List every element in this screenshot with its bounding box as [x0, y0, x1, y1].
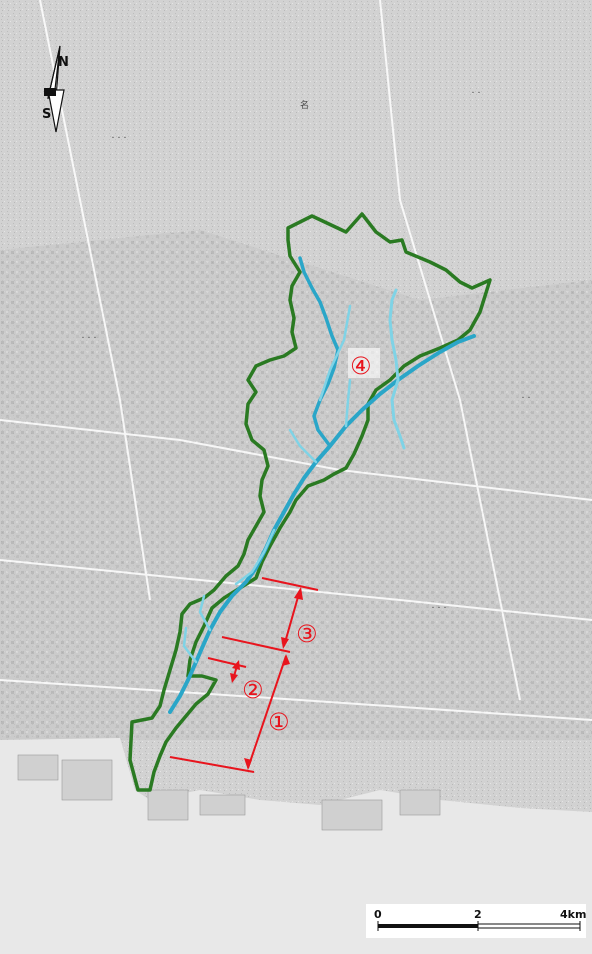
scale-tick-2: 2 — [474, 908, 482, 921]
section-1-bound-bottom — [169, 756, 255, 773]
section-2-arrowhead — [232, 660, 240, 670]
section-3-bound-top — [261, 577, 319, 591]
map-labels: 名 ・・・ ・・ ・・・ ・・ ・・・ — [80, 90, 532, 612]
sea-area — [0, 738, 592, 954]
section-1-bound-top — [221, 636, 291, 653]
svg-text:名: 名 — [300, 99, 309, 111]
svg-text:・・・: ・・・ — [430, 605, 448, 612]
section-2-arrowhead — [230, 673, 238, 683]
section-3-arrow — [283, 589, 301, 647]
river-tributary — [234, 528, 276, 586]
scale-tick-4km: 4km — [560, 908, 586, 921]
river-branch-east — [390, 378, 406, 450]
river-tributary — [344, 378, 352, 428]
river-tributary — [182, 626, 198, 664]
watershed-boundary — [128, 212, 492, 792]
section-label-1: ① — [268, 708, 290, 736]
svg-text:・・・: ・・・ — [80, 335, 98, 342]
river-tributary — [318, 304, 352, 402]
svg-text:・・・: ・・・ — [110, 135, 128, 142]
river-tributary — [288, 428, 318, 464]
section-1-arrowhead — [244, 758, 252, 770]
section-2-bound — [207, 657, 247, 668]
river-branch-northeast — [388, 288, 400, 382]
river-network — [168, 256, 476, 714]
section-label-3: ③ — [296, 620, 318, 648]
north-label: N — [58, 55, 69, 70]
north-arrow-icon: N S — [42, 45, 69, 133]
section-3-arrowhead — [281, 637, 289, 649]
river-tributary — [198, 594, 212, 632]
section-1-arrowhead — [282, 654, 290, 666]
section-1-arrow — [247, 655, 287, 769]
south-label: S — [42, 107, 51, 122]
urban-area — [0, 230, 592, 740]
section-3-arrowhead — [294, 587, 303, 600]
svg-text:・・: ・・ — [470, 90, 482, 97]
port-piers — [17, 754, 441, 831]
scale-bar: 0 2 4km — [366, 904, 586, 938]
section-label-4: ④ — [350, 352, 372, 380]
section-markers — [169, 577, 319, 773]
svg-text:・・: ・・ — [520, 395, 532, 402]
section-label-2: ② — [242, 676, 264, 704]
scale-tick-0: 0 — [374, 908, 382, 921]
section-label-4-bg — [348, 348, 380, 378]
